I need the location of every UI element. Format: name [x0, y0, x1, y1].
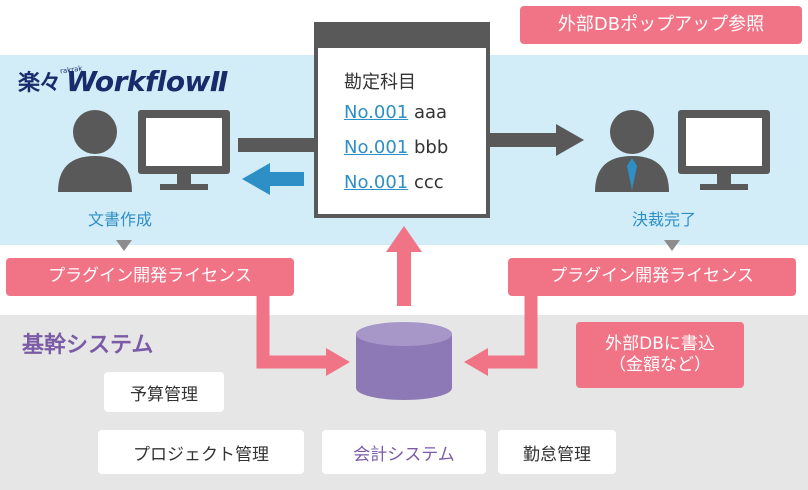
arrow-right-head	[556, 124, 584, 156]
author-monitor-icon	[138, 110, 230, 190]
pink-arrow-up-shaft	[397, 248, 411, 306]
author-label: 文書作成	[88, 210, 153, 229]
popup-reference-tag: 外部DBポップアップ参照	[520, 6, 802, 44]
down-triangle-left	[116, 240, 132, 251]
plugin-license-left: プラグイン開発ライセンス	[6, 258, 294, 296]
pink-arrow-right-head	[464, 348, 488, 376]
popup-row-link[interactable]: No.001	[344, 137, 409, 158]
pink-arrow-left-path	[256, 296, 330, 369]
logo-en-text: WorkflowⅡ	[66, 64, 228, 98]
popup-titlebar	[318, 26, 486, 48]
external-db-write-line1: 外部DBに書込	[605, 333, 715, 354]
connector-right	[488, 133, 558, 147]
approver-label: 決裁完了	[632, 210, 697, 229]
blue-arrow-head	[242, 163, 270, 195]
popup-window: 勘定科目 No.001 aaa No.001 bbb No.001 ccc	[314, 22, 490, 218]
popup-row-link[interactable]: No.001	[344, 172, 409, 193]
connector-left	[238, 138, 316, 152]
popup-row-text: ccc	[413, 172, 444, 193]
popup-row[interactable]: No.001 aaa	[344, 102, 447, 123]
popup-row-text: aaa	[413, 102, 448, 123]
popup-row-text: bbb	[413, 137, 449, 158]
external-db-write-box: 外部DBに書込 （金額など）	[576, 322, 744, 388]
attendance-management-box: 勤怠管理	[498, 430, 616, 474]
logo-jp-text: 楽々	[18, 71, 61, 96]
project-management-box: プロジェクト管理	[98, 430, 304, 474]
approver-monitor-icon	[678, 110, 770, 190]
popup-row[interactable]: No.001 bbb	[344, 137, 448, 158]
accounting-system-box: 会計システム	[322, 430, 486, 474]
pink-arrow-right-path	[484, 296, 538, 369]
popup-title: 勘定科目	[344, 72, 416, 93]
popup-row[interactable]: No.001 ccc	[344, 172, 444, 193]
author-icon	[58, 110, 132, 192]
pink-arrow-up-head	[386, 226, 422, 252]
popup-row-link[interactable]: No.001	[344, 102, 409, 123]
approver-icon	[595, 110, 669, 192]
plugin-license-right: プラグイン開発ライセンス	[508, 258, 796, 296]
pink-arrow-left-head	[326, 348, 350, 376]
product-logo: 楽々 rakrak WorkflowⅡ	[18, 64, 228, 98]
blue-arrow-shaft	[268, 172, 304, 186]
budget-management-box: 予算管理	[104, 372, 224, 412]
core-system-title: 基幹システム	[22, 333, 154, 358]
database-icon	[356, 322, 452, 400]
external-db-write-line2: （金額など）	[609, 355, 711, 375]
down-triangle-right	[664, 240, 680, 251]
